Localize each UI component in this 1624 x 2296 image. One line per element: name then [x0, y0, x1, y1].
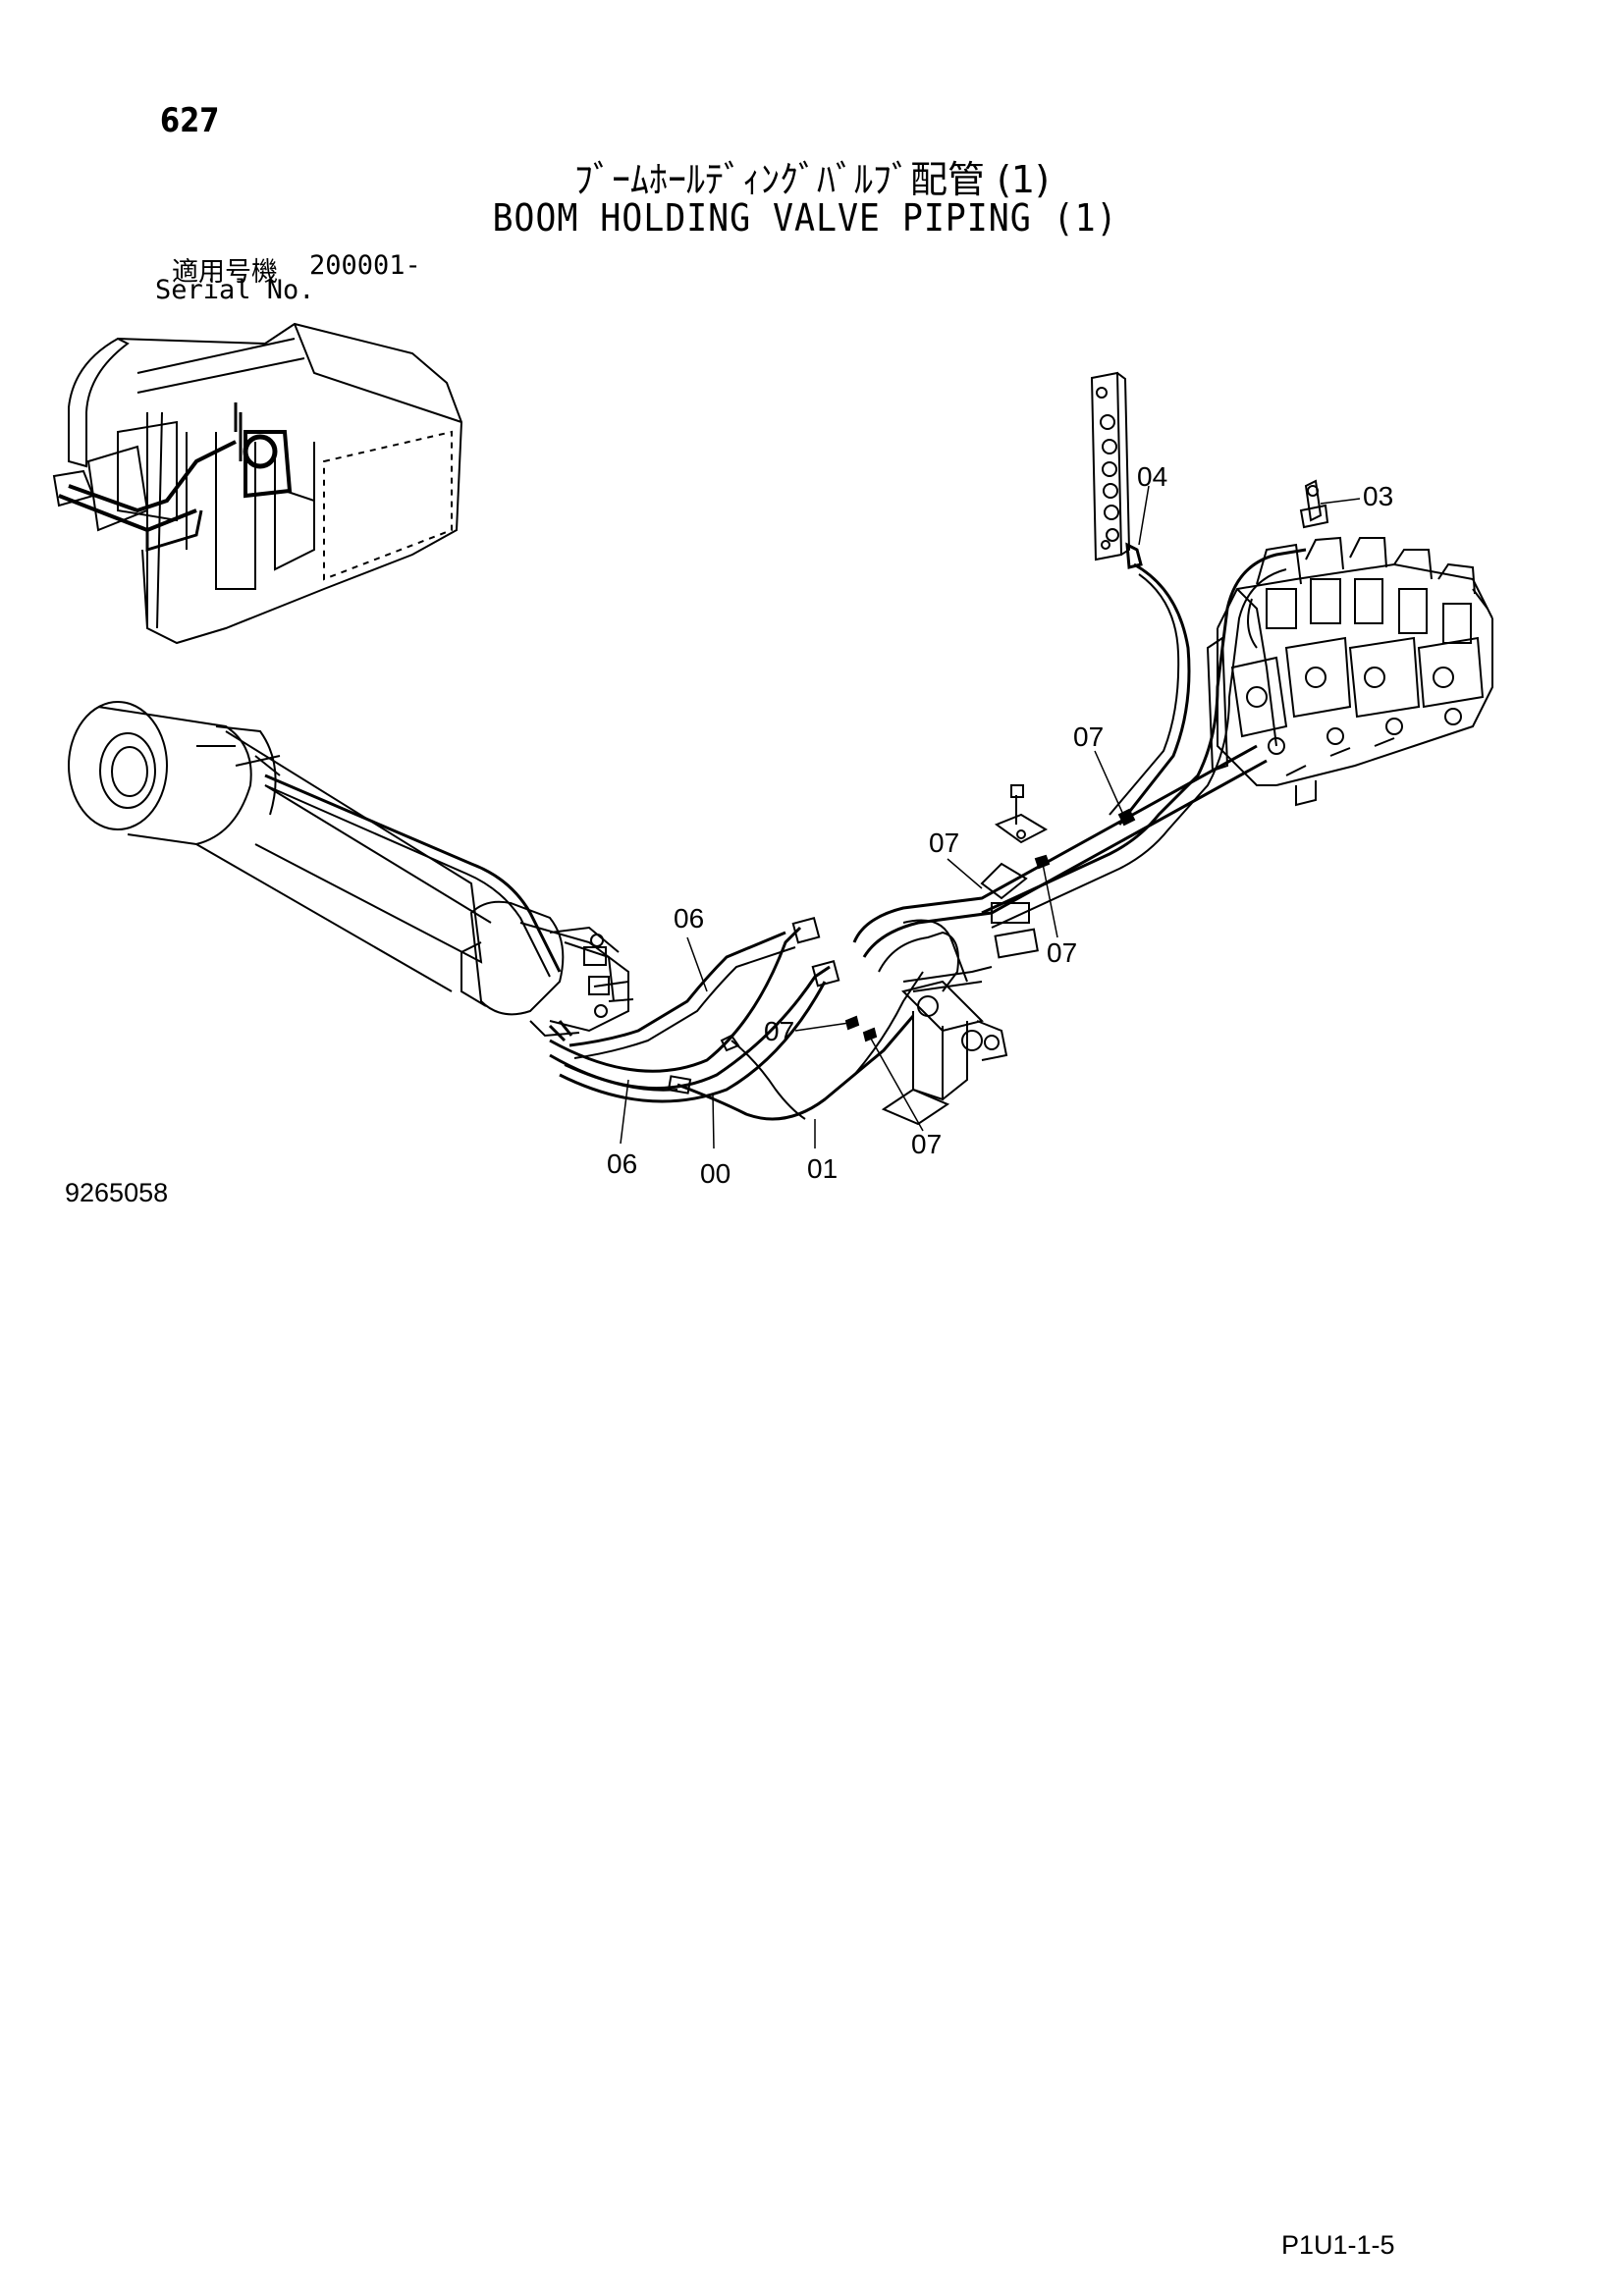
serial-label-japanese: 適用号機 — [172, 257, 278, 288]
callout-07-mid: 07 — [929, 828, 959, 858]
callout-06-lower: 06 — [607, 1148, 637, 1179]
callout-07-lower-left: 07 — [764, 1016, 794, 1046]
drawing-number: 9265058 — [65, 1178, 169, 1207]
callout-06-upper: 06 — [674, 903, 704, 934]
bracket — [881, 980, 1008, 1126]
callout-labels: 04 03 07 07 07 07 07 06 06 00 01 — [607, 461, 1393, 1189]
callout-00: 00 — [700, 1158, 731, 1189]
callout-04: 04 — [1137, 461, 1167, 492]
boom-holding-valve — [460, 900, 634, 1038]
pilot-port-block — [1090, 371, 1143, 569]
leader-lines — [620, 485, 1361, 1149]
main-pipes — [852, 548, 1307, 992]
hoses-06 — [548, 917, 840, 1103]
machine-overview-inset — [52, 322, 463, 645]
callout-07-upper: 07 — [1073, 721, 1104, 752]
pipes-00-01 — [667, 971, 924, 1121]
clamps-07 — [844, 784, 1136, 1042]
serial-label-english: Serial No. — [155, 275, 315, 305]
callout-07-lower-right: 07 — [911, 1129, 942, 1159]
callout-03: 03 — [1363, 481, 1393, 511]
sensor-03 — [1299, 479, 1329, 529]
title-english: BOOM HOLDING VALVE PIPING (1) — [492, 196, 1118, 240]
boom-cylinder — [68, 701, 562, 992]
page-number: 627 — [160, 101, 220, 140]
callout-07-right: 07 — [1047, 937, 1077, 968]
page-code: P1U1-1-5 — [1281, 2230, 1395, 2260]
callout-01: 01 — [807, 1153, 838, 1184]
title-japanese: ﾌﾞｰﾑﾎｰﾙﾃﾞｨﾝｸﾞﾊﾞﾙﾌﾞ配管 (1) — [574, 158, 1050, 201]
serial-number-value: 200001- — [309, 250, 421, 281]
control-valve — [1206, 536, 1493, 807]
